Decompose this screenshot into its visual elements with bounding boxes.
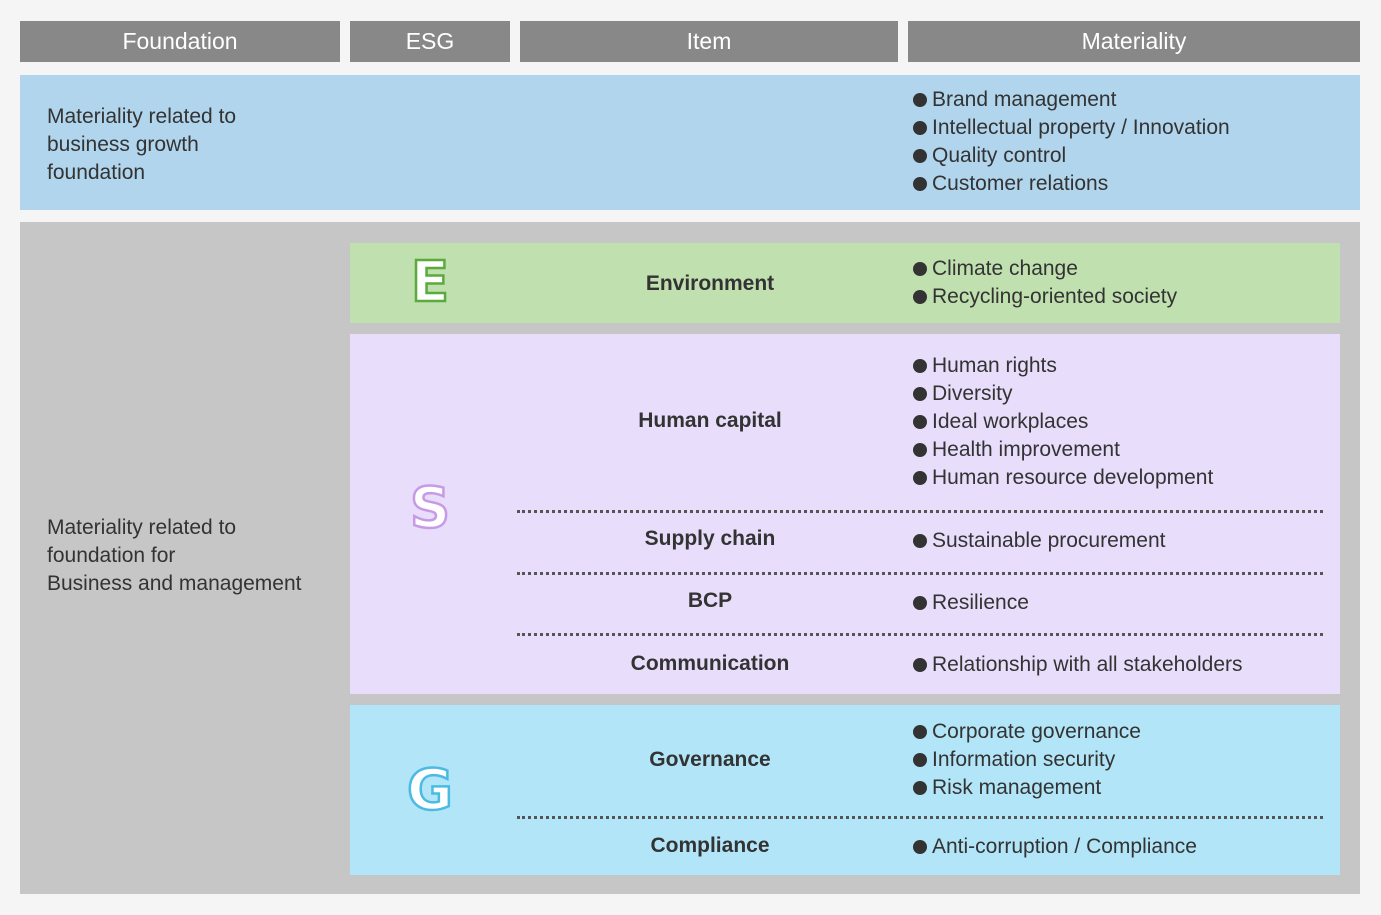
bullet-icon <box>913 262 927 276</box>
letter-e-icon: E <box>410 250 451 315</box>
materiality-item: Intellectual property / Innovation <box>913 114 1230 142</box>
materiality-text: Human resource development <box>932 466 1214 489</box>
materiality-item: Recycling-oriented society <box>913 283 1177 311</box>
environment-materiality-list: Climate change Recycling-oriented societ… <box>913 255 1177 311</box>
growth-materiality-list: Brand management Intellectual property /… <box>913 86 1230 198</box>
letter-s-icon: S <box>409 476 452 541</box>
compliance-materiality-list: Anti-corruption / Compliance <box>913 833 1197 861</box>
item-human-capital: Human capital <box>638 409 782 432</box>
header-esg: ESG <box>350 21 510 62</box>
environment-box <box>350 243 1340 323</box>
materiality-text: Quality control <box>932 144 1067 167</box>
item-governance: Governance <box>649 748 771 771</box>
materiality-item: Brand management <box>913 86 1230 114</box>
management-foundation-line: Materiality related to <box>47 516 237 539</box>
materiality-item: Health improvement <box>913 436 1213 464</box>
item-supply-chain: Supply chain <box>644 527 776 550</box>
bullet-icon <box>913 93 927 107</box>
materiality-text: Anti-corruption / Compliance <box>932 835 1197 858</box>
bullet-icon <box>913 781 927 795</box>
letter-g-icon: G <box>406 758 454 823</box>
bullet-icon <box>913 290 927 304</box>
materiality-item: Quality control <box>913 142 1230 170</box>
bullet-icon <box>913 177 927 191</box>
materiality-item: Resilience <box>913 589 1029 617</box>
item-environment: Environment <box>645 272 775 295</box>
dotted-divider <box>517 816 1323 819</box>
item-communication: Communication <box>630 652 790 675</box>
materiality-item: Human resource development <box>913 464 1213 492</box>
materiality-item: Information security <box>913 746 1141 774</box>
bullet-icon <box>913 725 927 739</box>
materiality-text: Brand management <box>932 88 1117 111</box>
materiality-text: Human rights <box>932 354 1057 377</box>
materiality-text: Ideal workplaces <box>932 410 1089 433</box>
item-bcp: BCP <box>687 589 733 612</box>
bullet-icon <box>913 658 927 672</box>
materiality-text: Climate change <box>932 257 1078 280</box>
management-foundation-line: Business and management <box>47 572 302 595</box>
dotted-divider <box>517 510 1323 513</box>
human-capital-materiality-list: Human rights Diversity Ideal workplaces … <box>913 352 1213 492</box>
bullet-icon <box>913 149 927 163</box>
materiality-text: Resilience <box>932 591 1029 614</box>
supply-chain-materiality-list: Sustainable procurement <box>913 527 1165 555</box>
materiality-text: Recycling-oriented society <box>932 285 1178 308</box>
growth-foundation-line: business growth <box>47 133 199 156</box>
materiality-item: Climate change <box>913 255 1177 283</box>
materiality-text: Sustainable procurement <box>932 529 1166 552</box>
item-compliance: Compliance <box>650 834 770 857</box>
materiality-text: Relationship with all stakeholders <box>932 653 1243 676</box>
materiality-item: Anti-corruption / Compliance <box>913 833 1197 861</box>
header-item: Item <box>520 21 898 62</box>
bullet-icon <box>913 443 927 457</box>
bullet-icon <box>913 534 927 548</box>
materiality-text: Diversity <box>932 382 1013 405</box>
growth-foundation-line: foundation <box>47 161 146 184</box>
dotted-divider <box>517 633 1323 636</box>
dotted-divider <box>517 572 1323 575</box>
materiality-item: Risk management <box>913 774 1141 802</box>
materiality-item: Relationship with all stakeholders <box>913 651 1243 679</box>
bullet-icon <box>913 753 927 767</box>
bullet-icon <box>913 840 927 854</box>
bcp-materiality-list: Resilience <box>913 589 1029 617</box>
materiality-text: Risk management <box>932 776 1102 799</box>
materiality-item: Diversity <box>913 380 1213 408</box>
management-foundation-line: foundation for <box>47 544 176 567</box>
materiality-item: Ideal workplaces <box>913 408 1213 436</box>
materiality-text: Customer relations <box>932 172 1109 195</box>
materiality-text: Corporate governance <box>932 720 1141 743</box>
growth-foundation-label: Materiality related to business growth f… <box>47 103 236 187</box>
materiality-text: Intellectual property / Innovation <box>932 116 1230 139</box>
bullet-icon <box>913 359 927 373</box>
materiality-item: Sustainable procurement <box>913 527 1165 555</box>
bullet-icon <box>913 471 927 485</box>
bullet-icon <box>913 387 927 401</box>
communication-materiality-list: Relationship with all stakeholders <box>913 651 1243 679</box>
governance-materiality-list: Corporate governance Information securit… <box>913 718 1141 802</box>
header-foundation: Foundation <box>20 21 340 62</box>
materiality-item: Customer relations <box>913 170 1230 198</box>
materiality-item: Corporate governance <box>913 718 1141 746</box>
management-foundation-label: Materiality related to foundation for Bu… <box>47 514 302 598</box>
bullet-icon <box>913 121 927 135</box>
growth-foundation-band <box>20 75 1360 210</box>
bullet-icon <box>913 415 927 429</box>
materiality-item: Human rights <box>913 352 1213 380</box>
governance-box <box>350 705 1340 875</box>
bullet-icon <box>913 596 927 610</box>
materiality-text: Information security <box>932 748 1116 771</box>
materiality-text: Health improvement <box>932 438 1120 461</box>
header-materiality: Materiality <box>908 21 1360 62</box>
growth-foundation-line: Materiality related to <box>47 105 237 128</box>
